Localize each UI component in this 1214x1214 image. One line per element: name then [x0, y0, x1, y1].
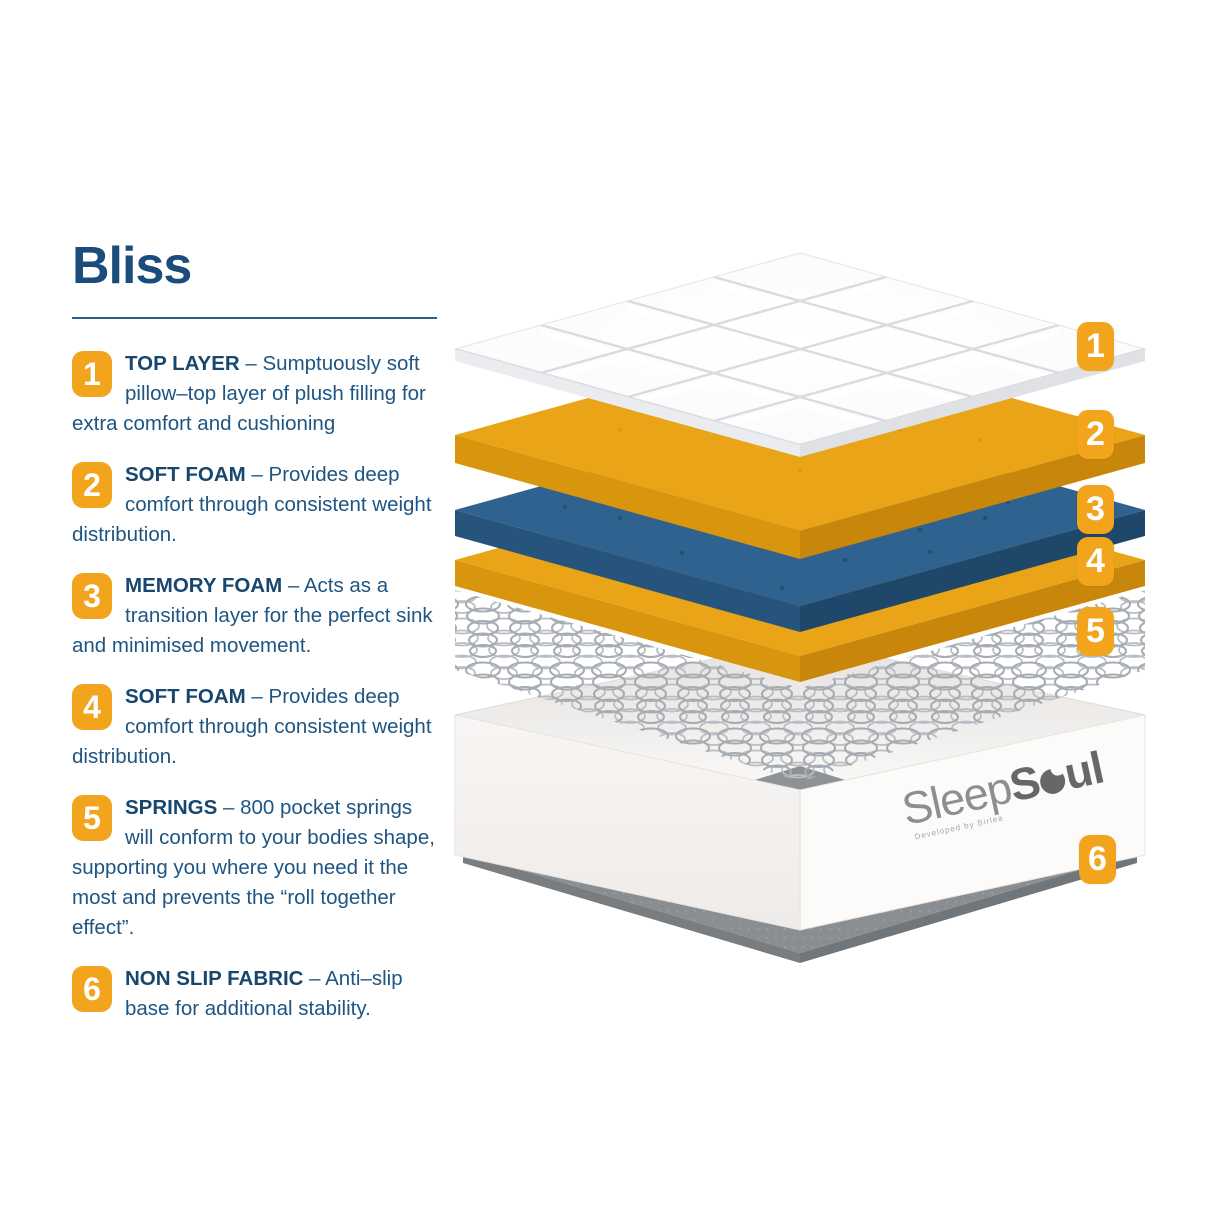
feature-heading-5: SPRINGS: [125, 796, 218, 820]
feature-text-2: SOFT FOAM – Provides deep comfort throug…: [72, 460, 444, 550]
feature-text-6: NON SLIP FABRIC – Anti–slip base for add…: [72, 964, 444, 1024]
diagram-badge-6: 6: [1079, 835, 1116, 884]
moon-circle-icon: [1037, 766, 1068, 797]
feature-text-1: TOP LAYER – Sumptuously soft pillow–top …: [72, 349, 444, 439]
feature-item-1: 1 TOP LAYER – Sumptuously soft pillow–to…: [72, 349, 444, 439]
title-divider: [72, 317, 437, 320]
feature-item-4: 4 SOFT FOAM – Provides deep comfort thro…: [72, 682, 444, 772]
feature-desc-4: – Provides deep comfort through consiste…: [72, 685, 432, 769]
diagram-badge-4: 4: [1077, 537, 1114, 586]
feature-desc-2: – Provides deep comfort through consiste…: [72, 463, 432, 547]
feature-text-4: SOFT FOAM – Provides deep comfort throug…: [72, 682, 444, 772]
feature-list-panel: Bliss 1 TOP LAYER – Sumptuously soft pil…: [72, 228, 444, 1045]
feature-desc-5: – 800 pocket springs will conform to you…: [72, 796, 435, 940]
diagram-badge-5: 5: [1077, 607, 1114, 656]
feature-desc-3: – Acts as a transition layer for the per…: [72, 574, 433, 658]
feature-heading-6: NON SLIP FABRIC: [125, 967, 304, 991]
feature-list: 1 TOP LAYER – Sumptuously soft pillow–to…: [72, 349, 444, 1024]
feature-item-5: 5 SPRINGS – 800 pocket springs will conf…: [72, 793, 444, 943]
feature-heading-2: SOFT FOAM: [125, 463, 246, 487]
feature-number-badge-2: 2: [72, 462, 112, 509]
pocket-springs-layer: [455, 590, 1145, 782]
feature-number-badge-6: 6: [72, 966, 112, 1013]
feature-text-3: MEMORY FOAM – Acts as a transition layer…: [72, 571, 444, 661]
feature-number-badge-3: 3: [72, 573, 112, 620]
page-title: Bliss: [72, 237, 192, 295]
feature-heading-1: TOP LAYER: [125, 352, 240, 376]
diagram-badge-1: 1: [1077, 322, 1114, 371]
feature-text-5: SPRINGS – 800 pocket springs will confor…: [72, 793, 444, 943]
diagram-badge-3: 3: [1077, 485, 1114, 534]
feature-item-3: 3 MEMORY FOAM – Acts as a transition lay…: [72, 571, 444, 661]
diagram-badge-2: 2: [1077, 410, 1114, 459]
feature-item-6: 6 NON SLIP FABRIC – Anti–slip base for a…: [72, 964, 444, 1024]
feature-item-2: 2 SOFT FOAM – Provides deep comfort thro…: [72, 460, 444, 550]
feature-desc-1: – Sumptuously soft pillow–top layer of p…: [72, 352, 426, 436]
feature-heading-3: MEMORY FOAM: [125, 574, 283, 598]
feature-desc-6: – Anti–slip base for additional stabilit…: [125, 967, 403, 1021]
feature-heading-4: SOFT FOAM: [125, 685, 246, 709]
feature-number-badge-1: 1: [72, 351, 112, 398]
feature-number-badge-4: 4: [72, 684, 112, 731]
feature-number-badge-5: 5: [72, 795, 112, 842]
